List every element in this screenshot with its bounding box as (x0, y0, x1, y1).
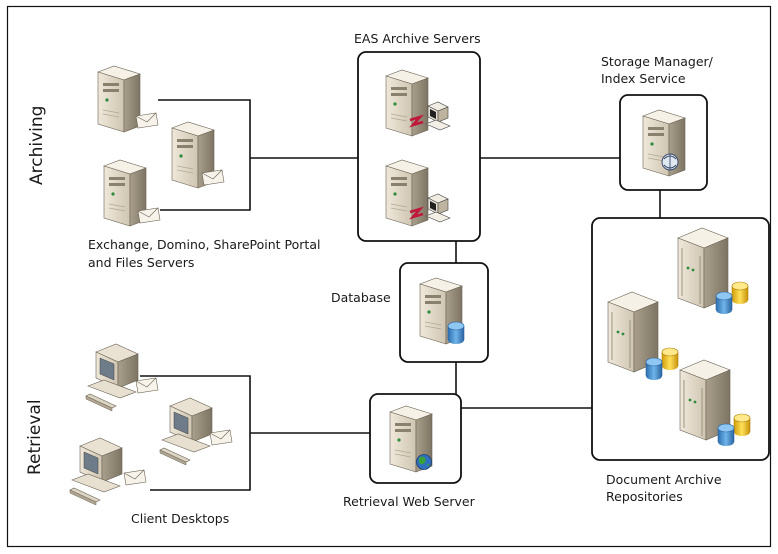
source-servers-label-line1: Exchange, Domino, SharePoint Portal (88, 237, 321, 252)
storage-manager-label-line1: Storage Manager/ (601, 54, 713, 69)
client-desktops-label: Client Desktops (131, 511, 230, 526)
archive-server-icon (385, 69, 451, 137)
desktop-computer-icon (85, 343, 159, 412)
eas-archive-servers-label: EAS Archive Servers (354, 31, 481, 46)
retrieval-section-label: Retrieval (25, 399, 45, 475)
source-servers-label-line2: and Files Servers (88, 255, 195, 270)
retrieval-web-server-label: Retrieval Web Server (343, 494, 475, 509)
desktop-computer-icon (69, 437, 147, 506)
server-icon (103, 159, 161, 227)
storage-manager-label-line2: Index Service (601, 71, 686, 86)
database-label: Database (331, 290, 391, 305)
index-server-icon (642, 109, 686, 177)
server-icon (97, 65, 159, 133)
database-server-icon (419, 277, 465, 345)
server-icon (171, 121, 225, 189)
outer-frame (6, 5, 772, 548)
repositories-label-line1: Document Archive (606, 472, 722, 487)
repositories-label-line2: Repositories (606, 489, 683, 504)
web-server-icon (389, 405, 433, 473)
archive-server-icon (385, 159, 451, 227)
desktop-computer-icon (159, 397, 233, 466)
connector-lines (140, 99, 661, 491)
archiving-section-label: Archiving (27, 105, 47, 185)
